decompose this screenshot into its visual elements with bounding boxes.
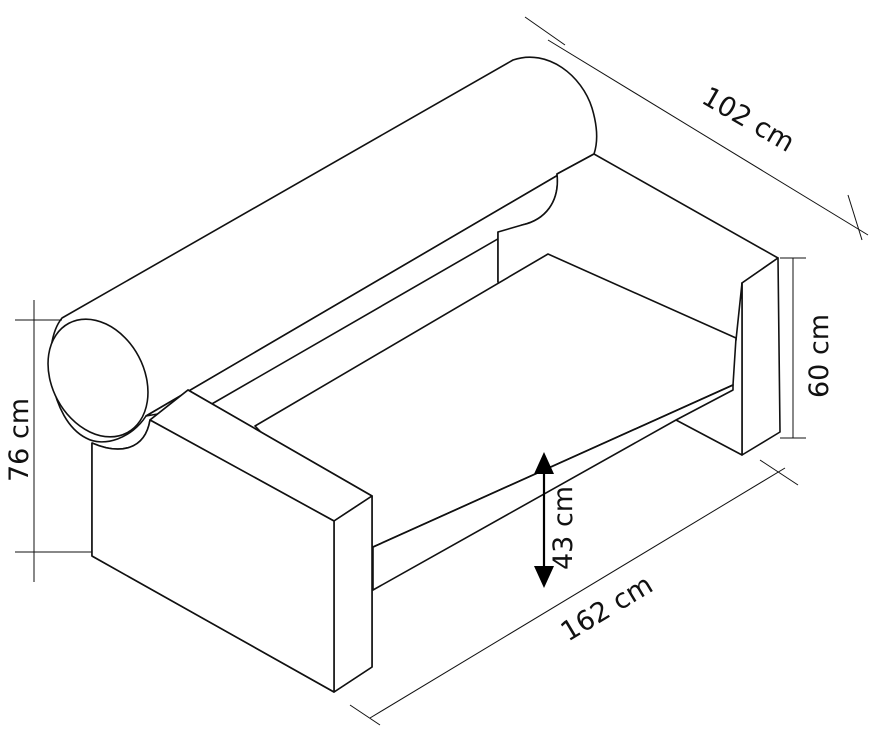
label-total-height: 76 cm xyxy=(4,398,35,482)
left-arm-face xyxy=(91,419,335,693)
label-depth: 102 cm xyxy=(697,81,800,158)
right-arm-side xyxy=(741,257,781,456)
back-roll-end xyxy=(47,318,149,438)
dimension-back-height: 60 cm xyxy=(780,257,835,439)
seat-front-edge xyxy=(372,384,734,548)
label-back-height: 60 cm xyxy=(804,314,835,398)
dimension-seat-height: 43 cm xyxy=(534,452,579,588)
label-seat-height: 43 cm xyxy=(548,486,579,570)
dimension-total-height: 76 cm xyxy=(4,300,92,582)
left-arm-front xyxy=(333,495,373,693)
label-length: 162 cm xyxy=(556,569,659,648)
